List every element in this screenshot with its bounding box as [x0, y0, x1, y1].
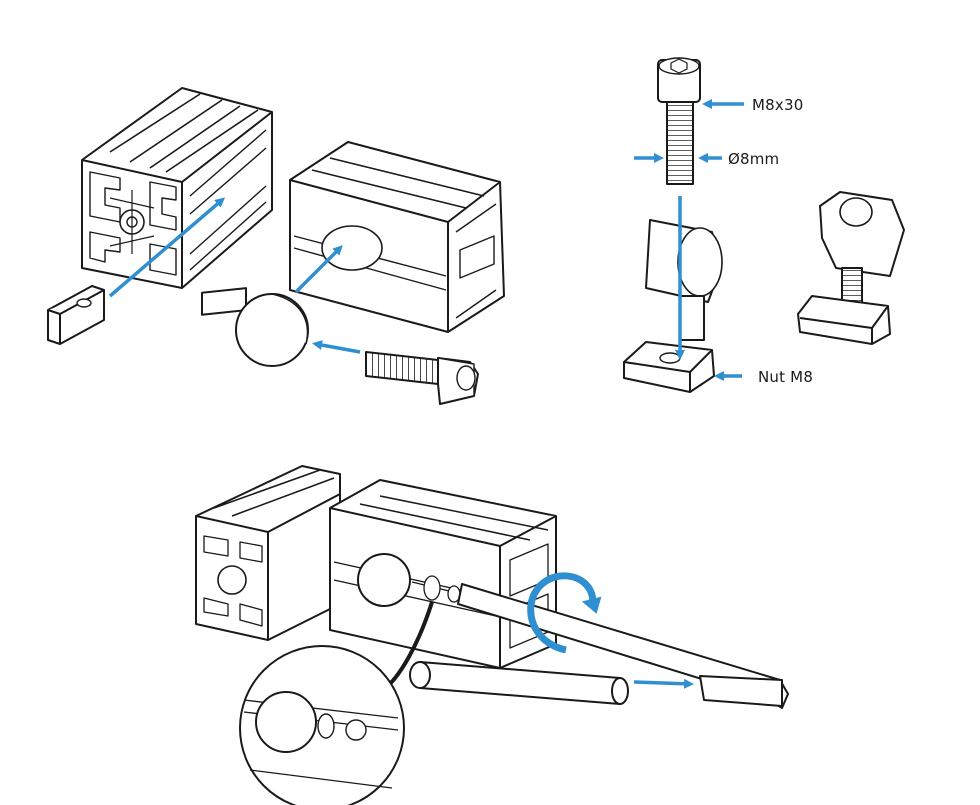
hex-key [457, 583, 789, 709]
bolt-m8x30 [657, 57, 701, 185]
assembled-profiles [195, 465, 557, 669]
arrow-nut-to-profile [108, 197, 226, 298]
t-nut-left [47, 285, 105, 345]
aluminium-profile-left [81, 87, 273, 289]
nut-size-label: Nut M8 [758, 368, 814, 386]
nut-m8 [623, 341, 715, 393]
assembled-anchor [797, 191, 905, 345]
detail-magnifier [239, 601, 434, 805]
anchor-fastener [201, 287, 309, 367]
bolt-size-label: M8x30 [752, 96, 804, 114]
arrow-screw-to-anchor [312, 340, 361, 354]
assembly-arrows [108, 99, 744, 689]
arrow-pin-to-key [633, 678, 694, 689]
arrow-anchor-to-profile [294, 245, 343, 294]
screw-horizontal [365, 351, 479, 405]
aluminium-profile-middle [289, 141, 505, 333]
rotation-arrowhead [581, 596, 602, 614]
rotation-arrow [527, 572, 597, 654]
bolt-diameter-label: Ø8mm [728, 150, 780, 168]
dowel-pin [409, 661, 629, 705]
anchor-cylinder [645, 219, 723, 341]
